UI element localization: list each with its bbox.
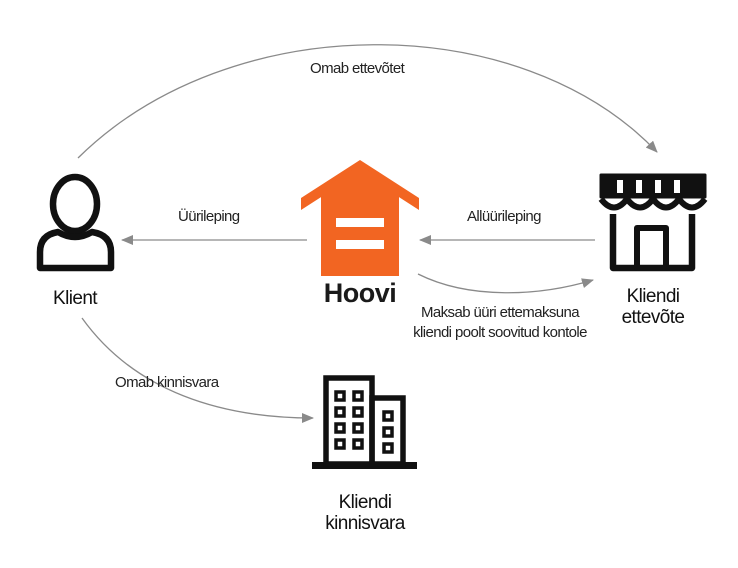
node-label-client-property-line2: kinnisvara bbox=[325, 513, 405, 534]
node-label-client-business-line1: Kliendi bbox=[626, 286, 680, 307]
edge-label-prepayment-line2: kliendi poolt soovitud kontole bbox=[413, 324, 587, 341]
node-label-client-property-line1: Kliendi bbox=[338, 492, 392, 513]
edge-label-owns-business: Omab ettevõtet bbox=[310, 60, 405, 77]
person-icon bbox=[36, 173, 115, 272]
edge-owns-property-arrow bbox=[81, 317, 314, 423]
hoovi-house-icon bbox=[301, 160, 419, 276]
edge-label-lease: Üürileping bbox=[178, 208, 240, 225]
buildings-icon bbox=[312, 375, 417, 469]
edge-label-sublease: Allüürileping bbox=[467, 208, 542, 225]
storefront-icon bbox=[598, 173, 708, 272]
node-label-client: Klient bbox=[53, 288, 98, 309]
edge-owns-business-arrow bbox=[77, 44, 658, 159]
hoovi-logo-text: Hoovi bbox=[323, 278, 397, 308]
edge-label-prepayment-line1: Maksab üüri ettemaksuna bbox=[421, 304, 580, 321]
node-label-client-business-line2: ettevõte bbox=[621, 307, 685, 328]
edge-prepayment-arrow bbox=[417, 273, 594, 294]
edge-label-owns-property: Omab kinnisvara bbox=[115, 374, 219, 391]
